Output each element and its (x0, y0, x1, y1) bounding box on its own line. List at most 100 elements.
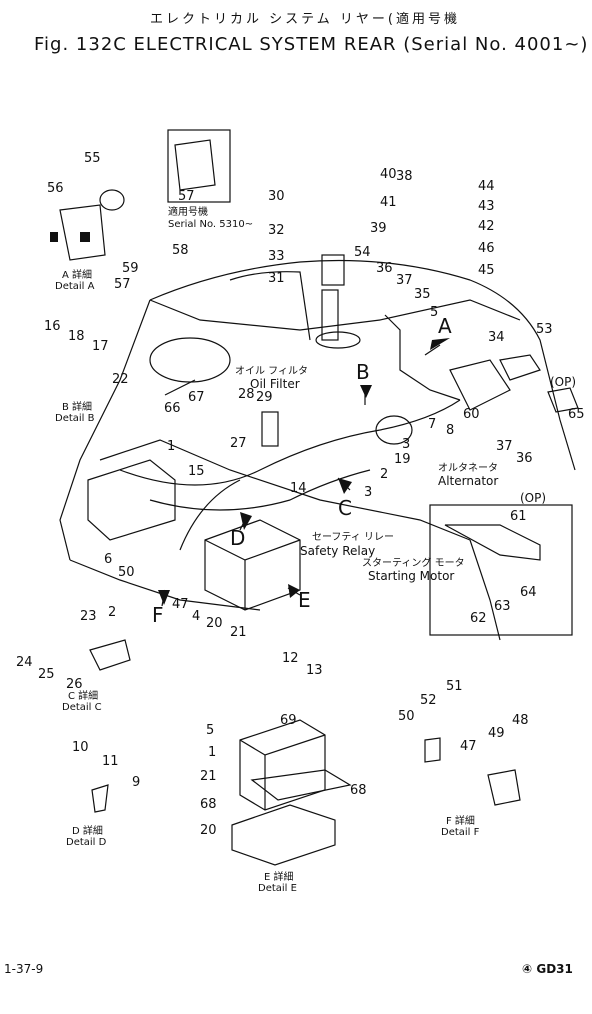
arrow-a-icon (430, 338, 450, 350)
part-number: 21 (230, 625, 247, 640)
part-number: 43 (478, 199, 495, 214)
part-number: 24 (16, 655, 33, 670)
safety-relay-label: Safety Relay (300, 544, 376, 558)
view-letter-f: F (152, 603, 164, 627)
detail-b-label: Detail B (55, 413, 95, 424)
part-number: 40 (380, 167, 397, 182)
part-number: 30 (268, 189, 285, 204)
part-number: 37 (496, 439, 513, 454)
part-number: 12 (282, 651, 299, 666)
part-number: 52 (420, 693, 437, 708)
part-number: 17 (92, 339, 109, 354)
part-number: 9 (132, 775, 141, 790)
part-number: 38 (396, 169, 413, 184)
detail-c-label: Detail C (62, 702, 102, 713)
alternator-label: Alternator (438, 474, 499, 488)
part-number: 68 (200, 797, 217, 812)
part-number: 54 (354, 245, 371, 260)
part-number: 50 (118, 565, 135, 580)
part-number: 13 (306, 663, 323, 678)
part-number: 56 (47, 181, 64, 196)
part-number: 6 (104, 552, 113, 567)
detail-a-jp: A 詳細 (62, 270, 93, 281)
part-number: 64 (520, 585, 537, 600)
detail-f-jp: F 詳細 (446, 816, 475, 827)
part-number: 22 (112, 372, 129, 387)
arrow-b-icon (360, 385, 372, 398)
part-number: 31 (268, 271, 285, 286)
part-number: 3 (364, 485, 373, 500)
part-number: 58 (172, 243, 189, 258)
part-number: 59 (122, 261, 139, 276)
part-number: 26 (66, 677, 83, 692)
arrow-f-icon (158, 590, 170, 605)
part-number: 50 (398, 709, 415, 724)
view-letter-b: B (356, 360, 370, 384)
part-number: 57 (114, 277, 131, 292)
part-number: 32 (268, 223, 285, 238)
part-number: 37 (396, 273, 413, 288)
part-number: 49 (488, 726, 505, 741)
part-number: 29 (256, 390, 273, 405)
part-number: 51 (446, 679, 463, 694)
part-number: 60 (463, 407, 480, 422)
optional-tag-1: (OP) (550, 375, 577, 389)
part-number: 69 (280, 713, 297, 728)
part-number: 36 (516, 451, 533, 466)
part-number: 8 (446, 423, 455, 438)
detail-c-jp: C 詳細 (68, 691, 99, 702)
starting-motor-jp: スターティング モータ (362, 558, 465, 569)
detail-e-jp: E 詳細 (264, 872, 294, 883)
part-number: 14 (290, 481, 307, 496)
optional-tag-2: (OP) (520, 491, 547, 505)
inset-serial-jp: 適用号機 (168, 207, 208, 218)
figure-title: Fig. 132C ELECTRICAL SYSTEM REAR (Serial… (34, 34, 589, 55)
page-number: 1-37-9 (4, 962, 44, 976)
part-number: 5 (430, 305, 439, 320)
part-number: 42 (478, 219, 495, 234)
part-number: 63 (494, 599, 511, 614)
detail-d-label: Detail D (66, 837, 107, 848)
part-number: 3 (402, 437, 411, 452)
part-number: 15 (188, 464, 205, 479)
detail-d-jp: D 詳細 (72, 826, 103, 837)
inset-serial: Serial No. 5310~ (168, 219, 254, 230)
part-number: 2 (380, 467, 389, 482)
part-number: 47 (172, 597, 189, 612)
part-number: 46 (478, 241, 495, 256)
part-number: 55 (84, 151, 101, 166)
oil-filter-jp: オイル フィルタ (235, 366, 308, 377)
part-number: 25 (38, 667, 55, 682)
part-number: 61 (510, 509, 527, 524)
part-number: 41 (380, 195, 397, 210)
part-number: 18 (68, 329, 85, 344)
model-code: ④ GD31 (522, 962, 573, 976)
detail-f-label: Detail F (441, 827, 480, 838)
part-number: 10 (72, 740, 89, 755)
part-number: 11 (102, 754, 119, 769)
detail-e-label: Detail E (258, 883, 297, 894)
part-number: 19 (394, 452, 411, 467)
part-number: 53 (536, 322, 553, 337)
safety-relay-jp: セーフティ リレー (312, 532, 394, 543)
part-number: 20 (206, 616, 223, 631)
part-number: 67 (188, 390, 205, 405)
part-number: 39 (370, 221, 387, 236)
part-number: 1 (167, 439, 176, 454)
part-number: 48 (512, 713, 529, 728)
view-letter-a: A (438, 314, 452, 338)
part-number: 45 (478, 263, 495, 278)
detail-a-label: Detail A (55, 281, 95, 292)
part-number: 68 (350, 783, 367, 798)
part-number: 1 (208, 745, 217, 760)
part-number: 28 (238, 387, 255, 402)
part-number: 16 (44, 319, 61, 334)
part-number: 36 (376, 261, 393, 276)
part-number: 27 (230, 436, 247, 451)
arrow-e-icon (288, 584, 300, 598)
part-number: 23 (80, 609, 97, 624)
part-number: 66 (164, 401, 181, 416)
part-number: 65 (568, 407, 585, 422)
part-number: 35 (414, 287, 431, 302)
part-number: 21 (200, 769, 217, 784)
